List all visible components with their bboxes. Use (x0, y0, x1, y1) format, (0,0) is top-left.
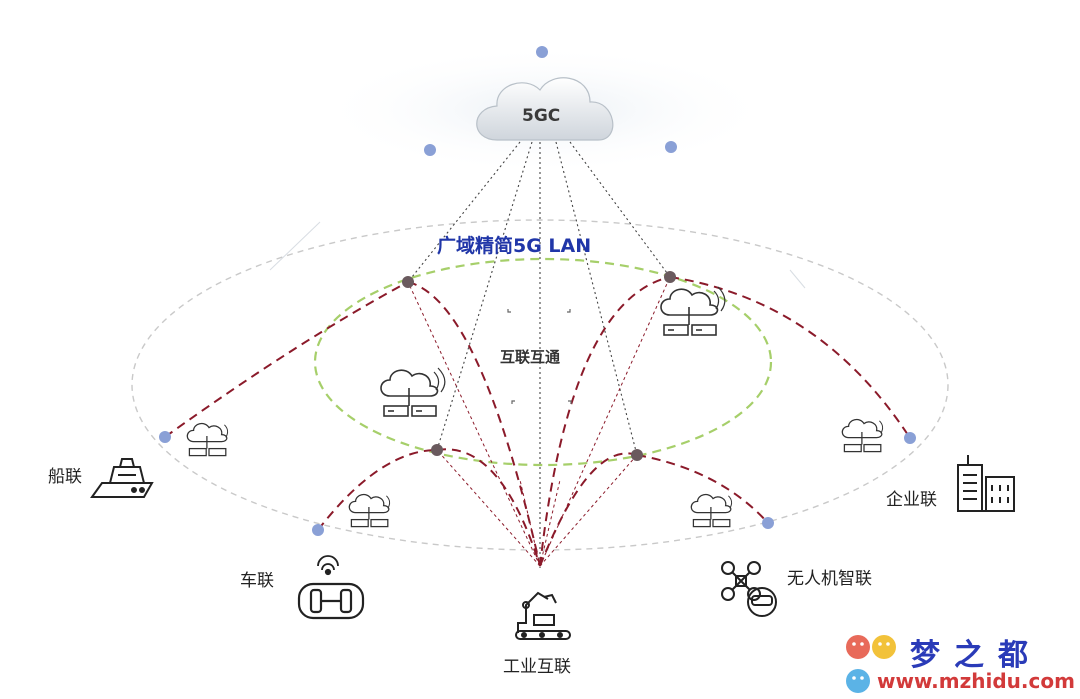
ship-node (159, 431, 171, 443)
core-link-2 (436, 141, 533, 451)
center-mark-br (568, 400, 572, 404)
edge-cloud-server-icon-1 (380, 367, 446, 417)
ship-icon (90, 458, 154, 498)
center-mark-tr (567, 309, 571, 313)
faint-line-left (269, 221, 321, 271)
enterprise-label: 企业联 (886, 490, 937, 510)
arc-node-to-drone (636, 454, 769, 524)
center-mark-bl (511, 400, 515, 404)
drone-label: 无人机智联 (787, 569, 872, 589)
core-link-3 (555, 141, 638, 456)
outer-lan-ellipse (131, 219, 949, 551)
edge-cloud-server-icon-6 (841, 418, 884, 453)
inner-interconnect-ellipse (313, 257, 773, 467)
watermark-url: www.mzhidu.com (877, 669, 1075, 693)
arc-node-to-industry-left (436, 448, 541, 567)
core-label: 5GC (522, 106, 561, 126)
center-mark-tl (507, 309, 511, 313)
arc-industry-to-node-right (539, 452, 638, 567)
arc-car-to-node (317, 449, 438, 531)
junction-node-2 (431, 444, 443, 456)
arc-node-to-enterprise (669, 276, 911, 439)
fan-line-4 (539, 454, 638, 567)
car-node (312, 524, 324, 536)
fan-line-6 (539, 479, 561, 567)
car-label: 车联 (240, 571, 274, 591)
core-node-top (536, 46, 548, 58)
arc-ship-to-node-left (164, 281, 409, 438)
arc-node-left-to-industry (407, 281, 541, 567)
edge-cloud-server-icon-3 (186, 422, 229, 457)
fan-line-1 (407, 281, 541, 567)
enterprise-node (904, 432, 916, 444)
watermark-logo-icon (846, 635, 896, 693)
industry-label: 工业互联 (503, 657, 571, 677)
fan-line-3 (539, 276, 671, 567)
diagram-title: 广域精简5G LAN (437, 235, 592, 257)
junction-node-1 (402, 276, 414, 288)
watermark-name: 梦之都 (910, 638, 1042, 673)
edge-cloud-server-icon-2 (660, 286, 726, 336)
faint-line-right (789, 269, 806, 289)
edge-cloud-server-icon-5 (690, 493, 733, 528)
enterprise-building-icon (957, 455, 1015, 512)
drone-icon (721, 561, 777, 617)
core-cloud-icon (476, 77, 614, 141)
junction-node-4 (664, 271, 676, 283)
drone-node (762, 517, 774, 529)
center-label: 互联互通 (500, 348, 561, 366)
core-node-left (424, 144, 436, 156)
core-node-right (665, 141, 677, 153)
fan-line-2 (436, 449, 541, 567)
car-icon (297, 555, 365, 620)
arc-industry-to-node-top-right (539, 276, 671, 567)
junction-node-3 (631, 449, 643, 461)
edge-cloud-server-icon-4 (348, 493, 391, 528)
core-link-4 (569, 141, 671, 278)
ship-label: 船联 (48, 467, 82, 487)
industrial-robot-icon (515, 591, 571, 640)
